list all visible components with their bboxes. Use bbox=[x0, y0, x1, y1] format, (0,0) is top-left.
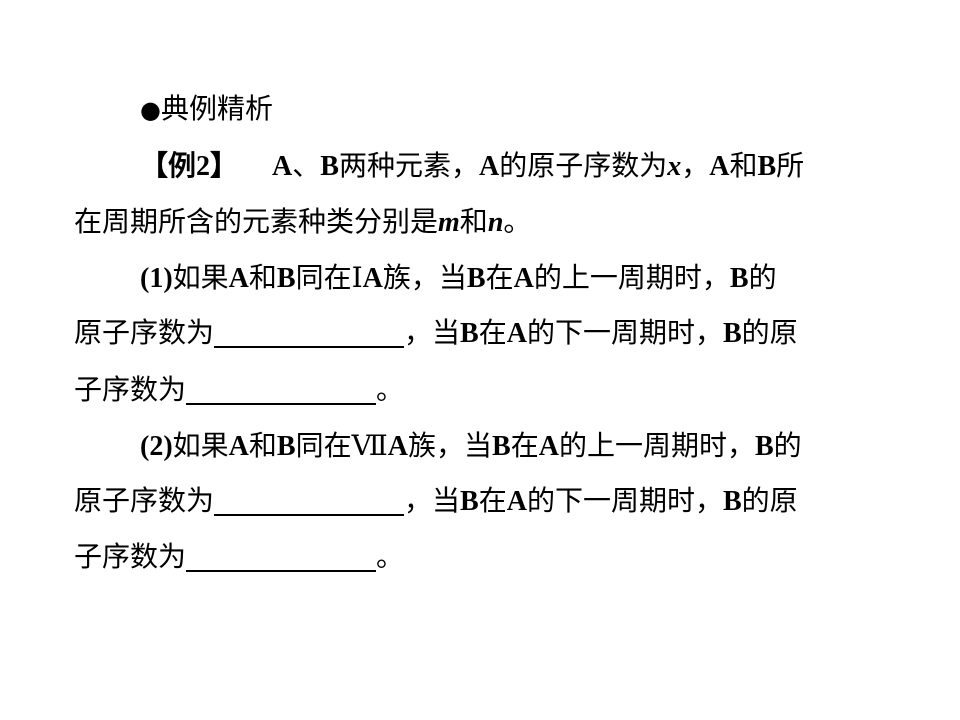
text-run: A bbox=[538, 431, 559, 462]
text-run: A bbox=[228, 431, 249, 462]
question-number: (1) bbox=[140, 263, 173, 294]
text-run: A bbox=[228, 263, 249, 294]
question-number: (2) bbox=[140, 431, 173, 462]
text-run: 和 bbox=[248, 429, 277, 462]
text-run: 在 bbox=[478, 484, 507, 517]
question-2-line-2: 原子序数为，当B在A的下一周期时，B的原 bbox=[74, 481, 904, 521]
text-run: B bbox=[320, 151, 339, 182]
text-run: 如果 bbox=[172, 429, 229, 462]
text-run: B bbox=[276, 431, 296, 462]
text-run: 所 bbox=[776, 149, 805, 182]
text-run: B bbox=[276, 263, 296, 294]
text-run: B bbox=[754, 431, 774, 462]
text-run: B bbox=[729, 263, 749, 294]
text-run: 如果 bbox=[172, 261, 229, 294]
answer-blank-1b[interactable] bbox=[186, 375, 377, 405]
text-run: 的原子序数为 bbox=[499, 149, 668, 182]
text-run: 的 bbox=[773, 429, 802, 462]
text-run: 。 bbox=[376, 540, 405, 573]
bullet-icon: ● bbox=[140, 96, 161, 124]
text-run: 的原 bbox=[741, 484, 798, 517]
text-run: 。 bbox=[503, 205, 532, 238]
text-run: 同在Ⅰ bbox=[295, 261, 363, 294]
question-1-line-1: (1)如果A和B同在ⅠA族，当B在A的上一周期时，B的 bbox=[140, 258, 900, 298]
text-run: B bbox=[460, 318, 479, 349]
text-run: A bbox=[478, 151, 500, 182]
answer-blank-2a[interactable] bbox=[214, 486, 405, 516]
text-run: 的原 bbox=[741, 316, 798, 349]
text-run: 的上一周期时， bbox=[533, 261, 730, 294]
text-run: ，当 bbox=[404, 484, 461, 517]
variable-m: m bbox=[438, 207, 460, 238]
text-run: 、 bbox=[292, 149, 321, 182]
text-run: 在周期所含的元素种类分别是 bbox=[74, 205, 439, 238]
text-run: A bbox=[387, 431, 408, 462]
text-run: 在 bbox=[485, 261, 514, 294]
text-run: ， bbox=[681, 149, 710, 182]
text-run: A bbox=[272, 151, 293, 182]
text-run: 子序数为 bbox=[74, 373, 187, 406]
text-run: 族，当 bbox=[407, 429, 492, 462]
text-run: A bbox=[362, 263, 383, 294]
text-run: 两种元素， bbox=[338, 149, 479, 182]
text-run: 的下一周期时， bbox=[526, 484, 723, 517]
text-run: B bbox=[492, 431, 511, 462]
text-run: B bbox=[757, 151, 777, 182]
text-run: 原子序数为 bbox=[74, 484, 215, 517]
answer-blank-2b[interactable] bbox=[186, 542, 377, 572]
example-line-2: 在周期所含的元素种类分别是m和n。 bbox=[74, 202, 904, 242]
question-2-line-3: 子序数为 。 bbox=[74, 537, 904, 577]
text-run: B bbox=[460, 486, 479, 517]
example-label: 【例2】 bbox=[140, 151, 239, 182]
text-run: A bbox=[709, 151, 730, 182]
heading-text: 典例精析 bbox=[160, 92, 273, 125]
text-run: A bbox=[506, 318, 527, 349]
text-run: B bbox=[466, 263, 486, 294]
question-1-line-3: 子序数为 。 bbox=[74, 370, 904, 410]
text-run: 和 bbox=[729, 149, 758, 182]
text-run: 同在Ⅶ bbox=[295, 429, 388, 462]
variable-n: n bbox=[487, 207, 504, 238]
variable-x: x bbox=[667, 151, 682, 182]
question-2-line-1: (2)如果A和B同在ⅦA族，当B在A的上一周期时，B的 bbox=[140, 426, 900, 466]
text-run: ，当 bbox=[404, 316, 461, 349]
example-line-1: 【例2】A、B两种元素，A的原子序数为x，A和B所 bbox=[140, 146, 900, 186]
text-run: 族，当 bbox=[382, 261, 467, 294]
answer-blank-1a[interactable] bbox=[214, 318, 405, 348]
text-run: B bbox=[722, 318, 742, 349]
question-1-line-2: 原子序数为，当B在A的下一周期时，B的原 bbox=[74, 313, 904, 353]
text-run: 。 bbox=[376, 373, 405, 406]
text-run: 和 bbox=[248, 261, 277, 294]
text-run: 在 bbox=[510, 429, 539, 462]
section-heading: ●典例精析 bbox=[140, 89, 900, 129]
text-run: B bbox=[722, 486, 742, 517]
text-run: 的 bbox=[748, 261, 777, 294]
text-run: 和 bbox=[459, 205, 488, 238]
text-run: 的下一周期时， bbox=[526, 316, 723, 349]
text-run: A bbox=[513, 263, 534, 294]
text-run: 原子序数为 bbox=[74, 316, 215, 349]
text-run: 在 bbox=[478, 316, 507, 349]
text-run: A bbox=[506, 486, 527, 517]
text-run: 的上一周期时， bbox=[558, 429, 755, 462]
text-run: 子序数为 bbox=[74, 540, 187, 573]
